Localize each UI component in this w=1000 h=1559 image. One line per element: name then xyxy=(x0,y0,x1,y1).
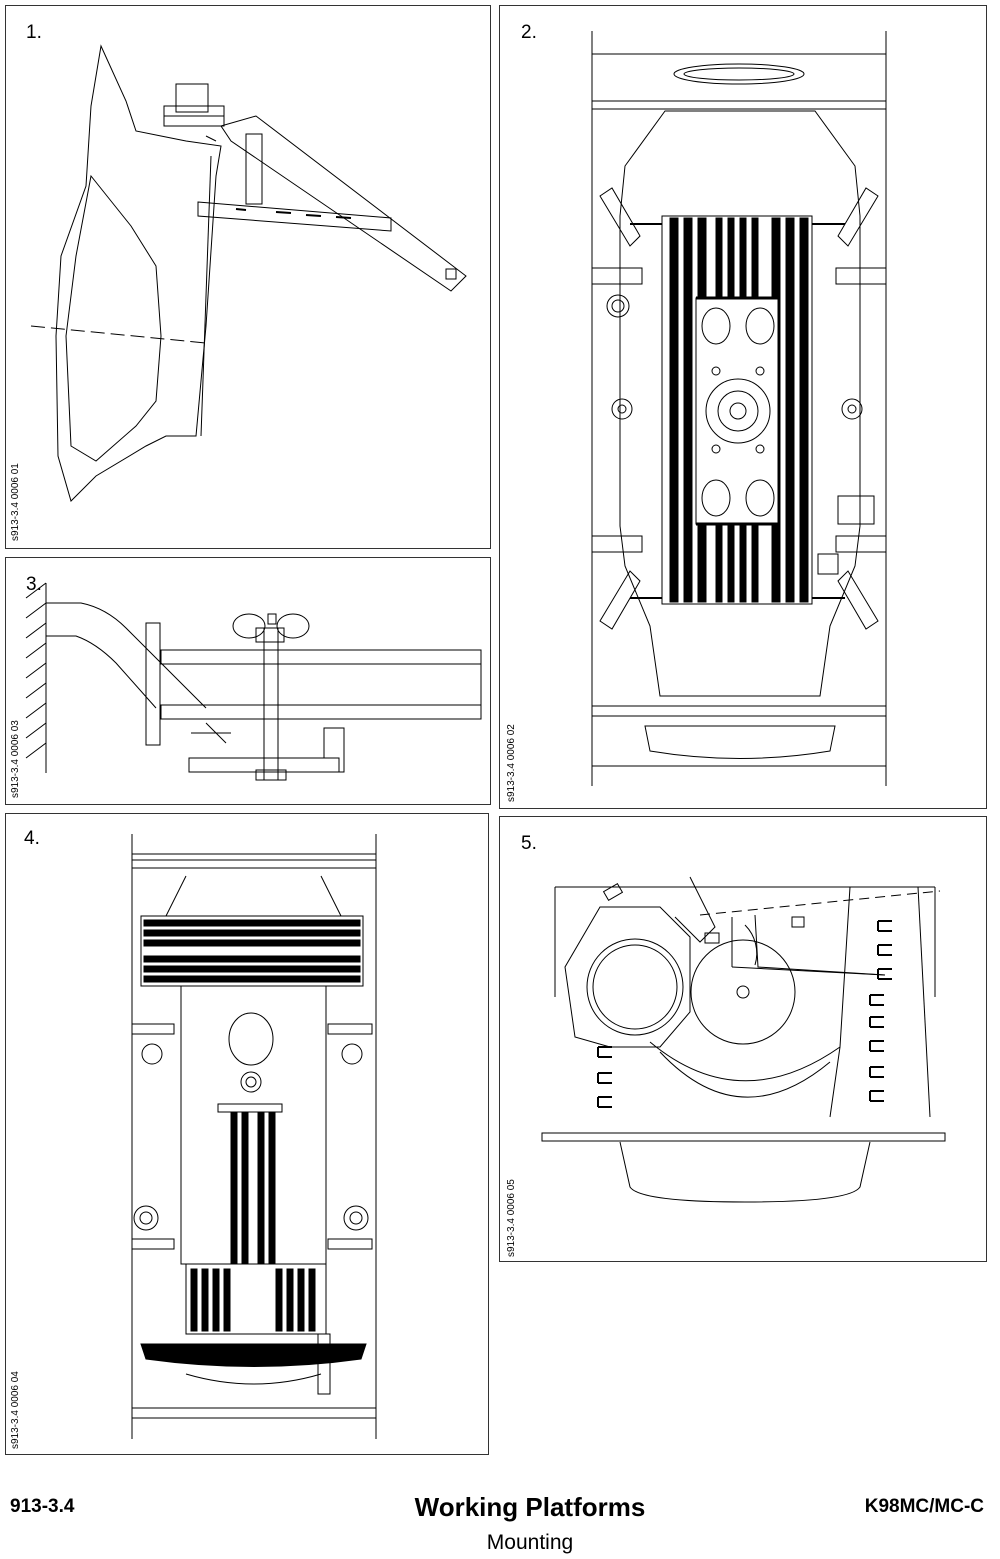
engine-model: K98MC/MC-C xyxy=(864,1496,984,1517)
panel-5-number: 5. xyxy=(521,833,537,854)
panel-2-number: 2. xyxy=(521,22,537,43)
section-number: 913-3.4 xyxy=(10,1496,75,1517)
panel-2: 2. s913-3.4 0006 02 xyxy=(499,5,987,809)
panel-3-number: 3. xyxy=(26,574,42,595)
page-subtitle: Mounting xyxy=(486,1531,574,1554)
panel-1-drawing xyxy=(30,44,467,502)
panel-3-drawing xyxy=(25,582,482,781)
panel-3: 3. s913-3.4 0006 03 xyxy=(5,557,491,805)
page-title: Working Platforms xyxy=(414,1492,646,1522)
panel-1: 1. s913-3.4 0006 01 xyxy=(5,5,491,549)
panel-1-number: 1. xyxy=(26,22,42,43)
panel-4: 4. s913-3.4 0006 04 xyxy=(5,813,489,1455)
panel-5: 5. s913-3.4 0006 05 xyxy=(499,816,987,1262)
panel-4-number: 4. xyxy=(24,828,40,849)
panel-5-drawing xyxy=(541,876,946,1203)
panel-4-drawing xyxy=(131,834,377,1439)
panel-2-drawing xyxy=(591,31,887,786)
